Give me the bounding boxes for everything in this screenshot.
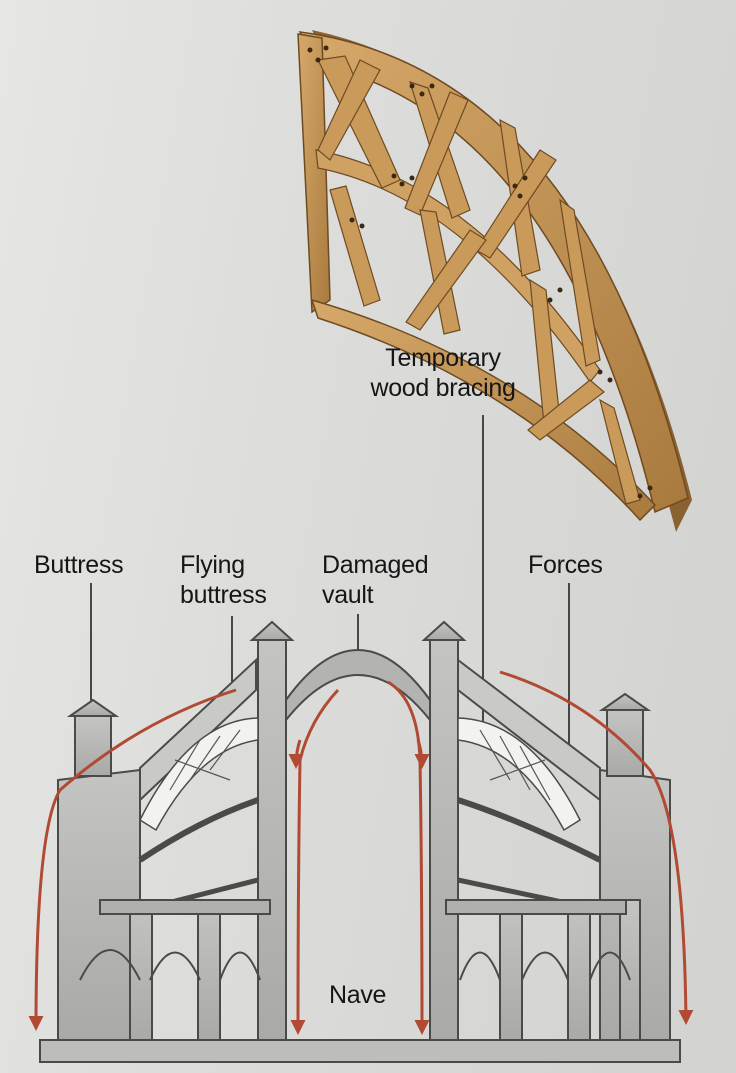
label-damaged-vault-line1: Damaged — [322, 551, 429, 579]
wood-bracing-illustration — [297, 30, 692, 532]
label-buttress: Buttress — [34, 551, 124, 579]
force-arrow-vault-right — [414, 739, 430, 769]
label-forces: Forces — [528, 551, 603, 579]
cathedral-structure — [39, 620, 681, 1063]
label-flying-buttress: Flying buttress — [180, 550, 267, 610]
force-arrow-vault-left — [288, 739, 304, 769]
label-temporary-wood-bracing-line1: Temporary — [385, 344, 501, 372]
force-arrow-right-inner — [387, 680, 430, 1035]
label-flying-buttress-line1: Flying — [180, 551, 245, 579]
label-nave: Nave — [329, 981, 387, 1009]
installed-wood-braces — [139, 717, 581, 832]
force-arrow-right-outer — [499, 670, 694, 1025]
label-temporary-wood-bracing: Temporary wood bracing — [357, 343, 529, 403]
force-arrow-left-inner — [290, 688, 340, 1035]
label-temporary-wood-bracing-line2: wood bracing — [370, 374, 516, 402]
label-damaged-vault: Damaged vault — [322, 550, 429, 610]
label-flying-buttress-line2: buttress — [180, 581, 267, 609]
label-damaged-vault-line2: vault — [322, 581, 374, 609]
force-arrow-left-outer — [28, 688, 237, 1031]
force-arrows — [28, 670, 694, 1035]
